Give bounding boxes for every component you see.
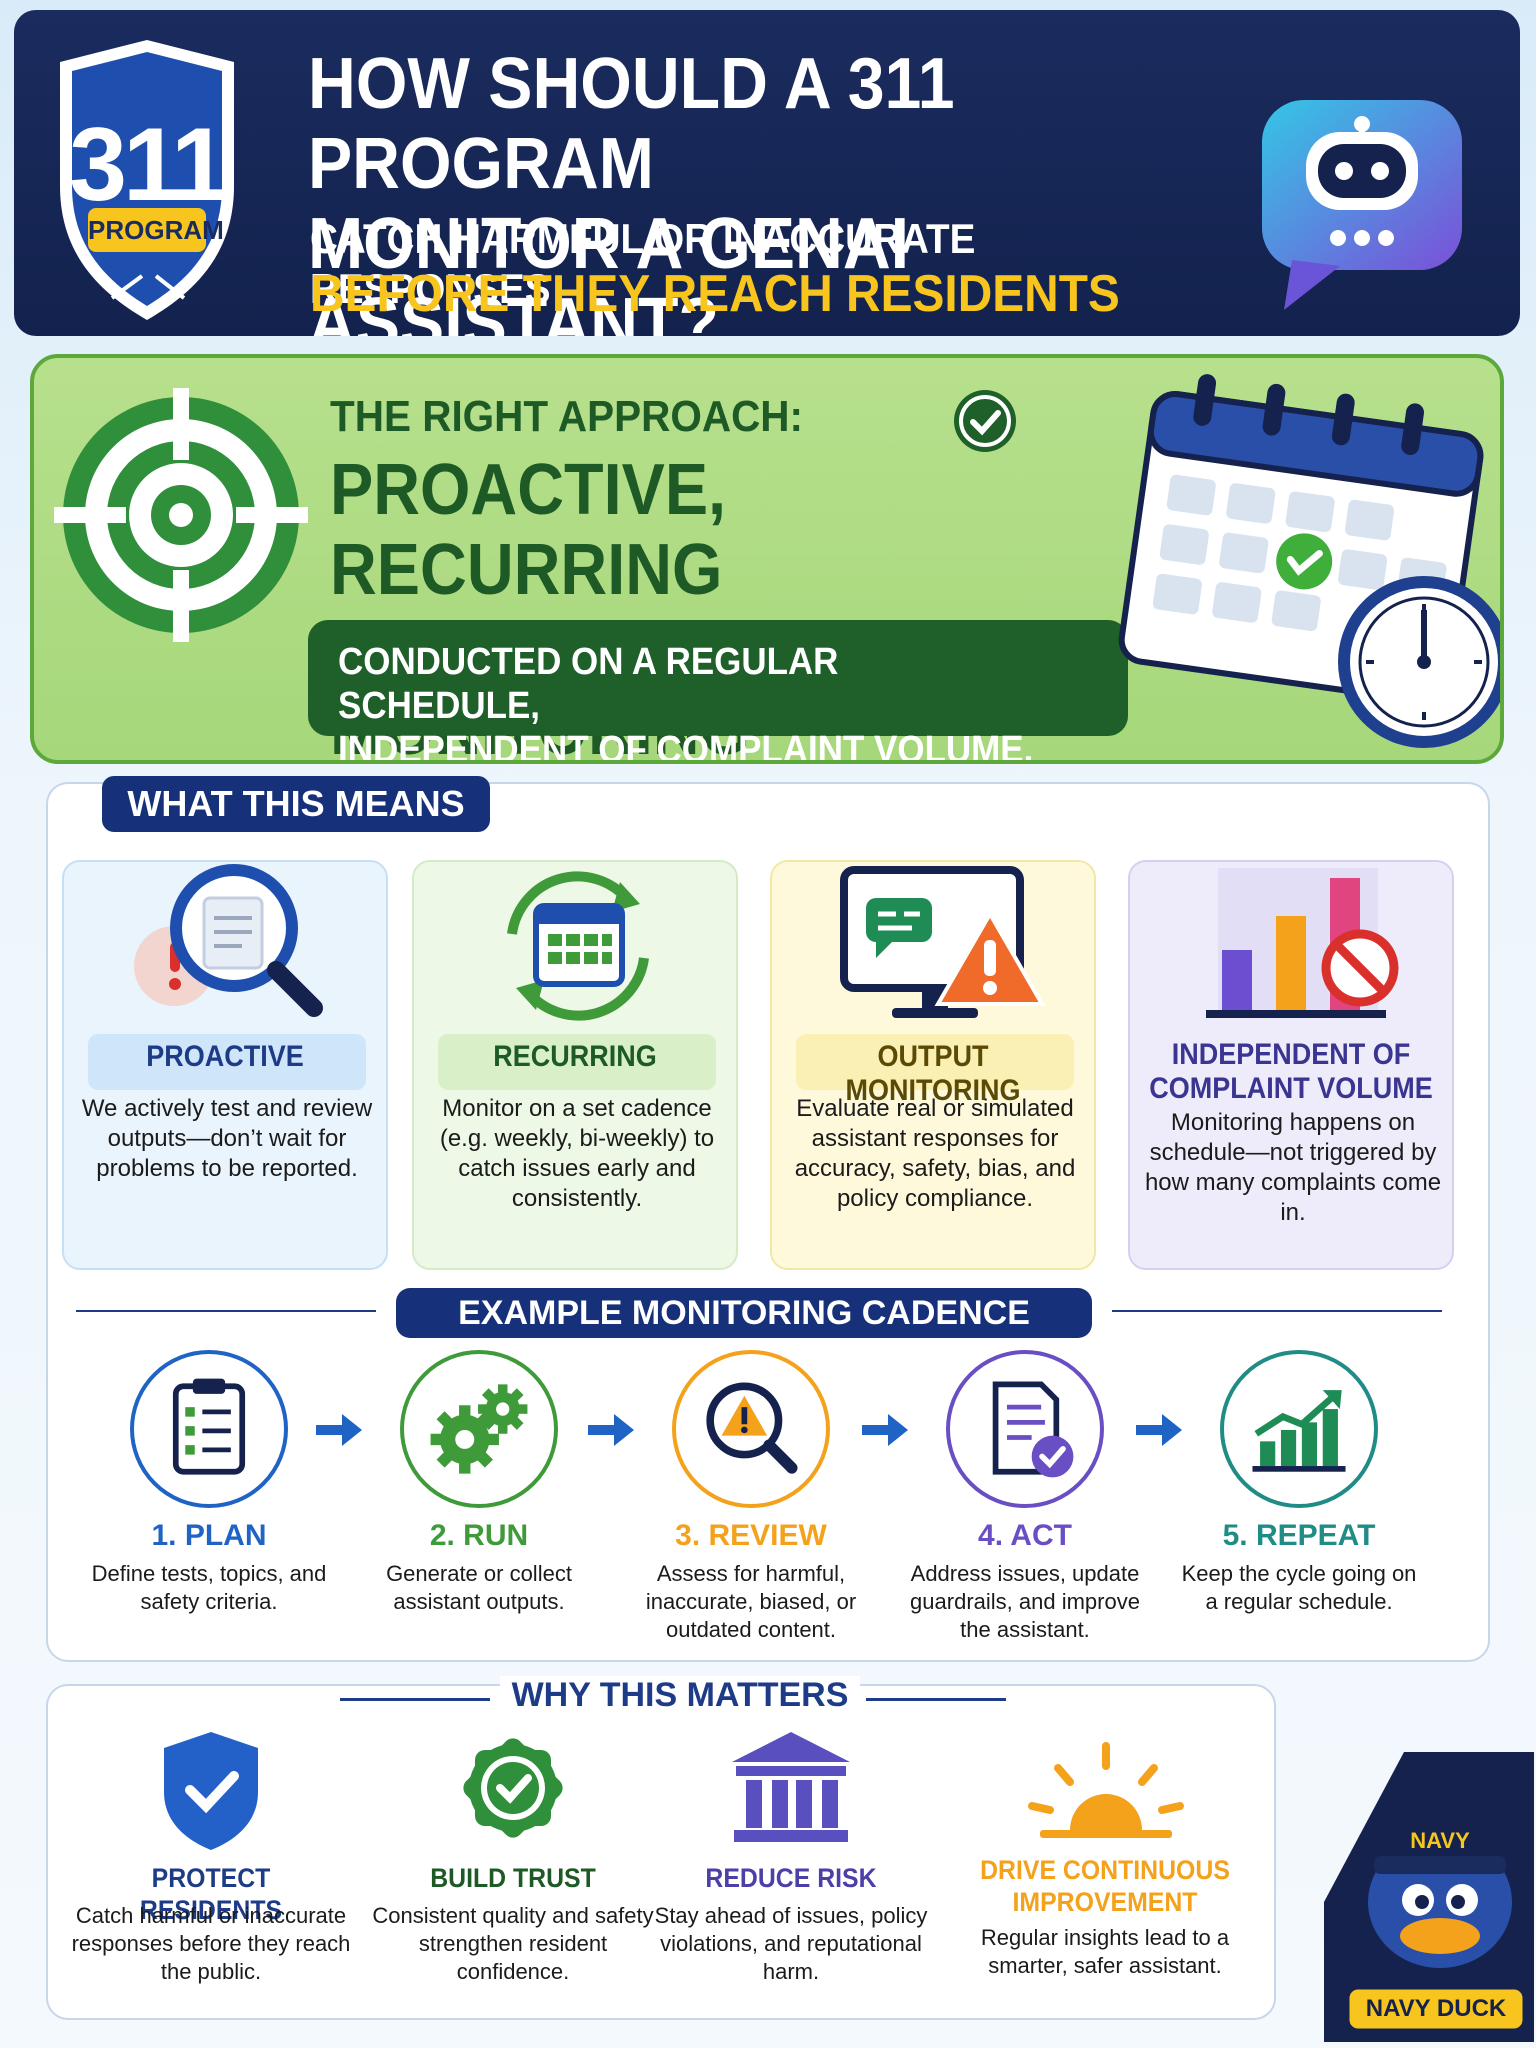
cadence-step-run: 2. RUN Generate or collect assistant out… bbox=[354, 1350, 604, 1650]
why-title: BUILD TRUST bbox=[430, 1863, 596, 1893]
arrow-right-icon bbox=[588, 1412, 636, 1448]
magnifier-warning-icon bbox=[672, 1350, 830, 1508]
header-banner: 311 PROGRAM HOW SHOULD A 311 PROGRAM MON… bbox=[14, 10, 1520, 336]
calendar-clock-icon bbox=[1094, 372, 1500, 760]
document-check-icon bbox=[946, 1350, 1104, 1508]
card-text: Monitor on a set cadence (e.g. weekly, b… bbox=[439, 1095, 715, 1212]
card-title: OUTPUT MONITORING bbox=[845, 1040, 1021, 1107]
card-text: Evaluate real or simulated assistant res… bbox=[794, 1095, 1076, 1212]
section-heading-cadence: EXAMPLE MONITORING CADENCE bbox=[396, 1288, 1092, 1338]
divider-line bbox=[1112, 1310, 1442, 1312]
arrow-right-icon bbox=[316, 1412, 364, 1448]
mascot-banner-text: NAVY DUCK bbox=[1365, 1995, 1507, 2022]
why-build-trust: BUILD TRUST Consistent quality and safet… bbox=[368, 1722, 658, 2012]
step-title: 1. PLAN bbox=[151, 1519, 267, 1552]
card-text: We actively test and review outputs—don’… bbox=[81, 1095, 373, 1182]
title-line-2: MONITOR A GENAI ASSISTANT? bbox=[308, 204, 910, 336]
why-title: DRIVE CONTINUOUS IMPROVEMENT bbox=[980, 1855, 1230, 1917]
title-line-1: HOW SHOULD A 311 PROGRAM bbox=[308, 44, 955, 204]
approach-box: THE RIGHT APPROACH: PROACTIVE, RECURRING… bbox=[30, 354, 1504, 764]
card-output-monitoring: OUTPUT MONITORING Evaluate real or simul… bbox=[770, 860, 1096, 1270]
step-text: Define tests, topics, and safety criteri… bbox=[91, 1561, 327, 1614]
why-text: Stay ahead of issues, policy violations,… bbox=[654, 1903, 928, 1984]
divider-line bbox=[76, 1310, 376, 1312]
card-recurring: RECURRING Monitor on a set cadence (e.g.… bbox=[412, 860, 738, 1270]
badge-number: 311 bbox=[69, 107, 229, 223]
chatbot-icon bbox=[1244, 80, 1484, 320]
mascot-cap-text: NAVY bbox=[1410, 1828, 1470, 1853]
clipboard-checklist-icon bbox=[130, 1350, 288, 1508]
cadence-step-review: 3. REVIEW Assess for harmful, inaccurate… bbox=[626, 1350, 876, 1650]
page-title: HOW SHOULD A 311 PROGRAM MONITOR A GENAI… bbox=[308, 44, 1191, 336]
subtitle-highlight: BEFORE THEY REACH RESIDENTS bbox=[310, 265, 1120, 323]
card-proactive: PROACTIVE We actively test and review ou… bbox=[62, 860, 388, 1270]
bar-chart-no-icon bbox=[1130, 842, 1452, 1052]
divider-line bbox=[340, 1698, 490, 1701]
arrow-right-icon bbox=[862, 1412, 910, 1448]
calendar-cycle-icon bbox=[414, 842, 736, 1052]
approach-note-line-2: INDEPENDENT OF COMPLAINT VOLUME. bbox=[338, 729, 1034, 764]
step-text: Address issues, update guardrails, and i… bbox=[910, 1561, 1140, 1642]
card-title: RECURRING bbox=[493, 1040, 657, 1073]
section-heading-what-this-means: WHAT THIS MEANS bbox=[102, 776, 490, 832]
why-reduce-risk: REDUCE RISK Stay ahead of issues, policy… bbox=[646, 1722, 936, 2012]
step-title: 3. REVIEW bbox=[675, 1519, 827, 1552]
why-text: Regular insights lead to a smarter, safe… bbox=[980, 1925, 1230, 1978]
arrow-right-icon bbox=[1136, 1412, 1184, 1448]
growth-chart-icon bbox=[1220, 1350, 1378, 1508]
divider-line bbox=[866, 1698, 1006, 1701]
magnifier-document-icon bbox=[64, 842, 386, 1052]
card-independent: INDEPENDENT OF COMPLAINT VOLUME Monitori… bbox=[1128, 860, 1454, 1270]
approach-title-line-1: PROACTIVE, RECURRING bbox=[330, 450, 727, 610]
monitor-warning-icon bbox=[772, 842, 1094, 1052]
why-title: REDUCE RISK bbox=[705, 1863, 877, 1893]
navy-duck-mascot: NAVY NAVY DUCK bbox=[1324, 1752, 1534, 2042]
why-text: Consistent quality and safety strengthen… bbox=[372, 1903, 654, 1984]
311-program-badge: 311 PROGRAM bbox=[52, 36, 242, 326]
step-title: 4. ACT bbox=[978, 1519, 1072, 1552]
step-title: 5. REPEAT bbox=[1222, 1519, 1376, 1552]
step-text: Generate or collect assistant outputs. bbox=[386, 1561, 572, 1614]
why-continuous-improvement: DRIVE CONTINUOUS IMPROVEMENT Regular ins… bbox=[960, 1722, 1250, 2012]
why-text: Catch harmful or inaccurate responses be… bbox=[71, 1903, 351, 1984]
why-title: PROTECT RESIDENTS bbox=[139, 1863, 283, 1925]
subtitle: CATCH HARMFUL OR INACCURATE RESPONSES bbox=[310, 215, 976, 312]
gears-icon bbox=[400, 1350, 558, 1508]
sunrise-icon bbox=[960, 1722, 1250, 1852]
why-protect-residents: PROTECT RESIDENTS Catch harmful or inacc… bbox=[66, 1722, 356, 2012]
card-title-bg bbox=[88, 1034, 366, 1090]
card-text: Monitoring happens on schedule—not trigg… bbox=[1144, 1109, 1442, 1226]
step-text: Assess for harmful, inaccurate, biased, … bbox=[645, 1561, 857, 1642]
card-title-bg bbox=[796, 1034, 1074, 1090]
shield-check-icon bbox=[66, 1722, 356, 1852]
approach-note: CONDUCTED ON A REGULAR SCHEDULE, INDEPEN… bbox=[308, 620, 1128, 760]
approach-label: THE RIGHT APPROACH: bbox=[330, 392, 804, 441]
approach-note-line-1: CONDUCTED ON A REGULAR SCHEDULE, bbox=[338, 641, 839, 727]
bank-building-icon bbox=[646, 1722, 936, 1852]
cadence-step-act: 4. ACT Address issues, update guardrails… bbox=[900, 1350, 1150, 1650]
card-title: PROACTIVE bbox=[146, 1040, 304, 1073]
cadence-step-repeat: 5. REPEAT Keep the cycle going on a regu… bbox=[1174, 1350, 1424, 1650]
badge-check-icon bbox=[368, 1722, 658, 1852]
section-heading-why: WHY THIS MATTERS bbox=[500, 1676, 860, 1715]
step-text: Keep the cycle going on a regular schedu… bbox=[1181, 1561, 1417, 1614]
badge-tag: PROGRAM bbox=[88, 208, 224, 252]
target-icon bbox=[46, 380, 316, 650]
check-icon bbox=[952, 388, 1018, 454]
step-title: 2. RUN bbox=[429, 1519, 529, 1552]
card-title: INDEPENDENT OF COMPLAINT VOLUME bbox=[1149, 1038, 1433, 1105]
cadence-step-plan: 1. PLAN Define tests, topics, and safety… bbox=[84, 1350, 334, 1650]
card-title-bg bbox=[438, 1034, 716, 1090]
